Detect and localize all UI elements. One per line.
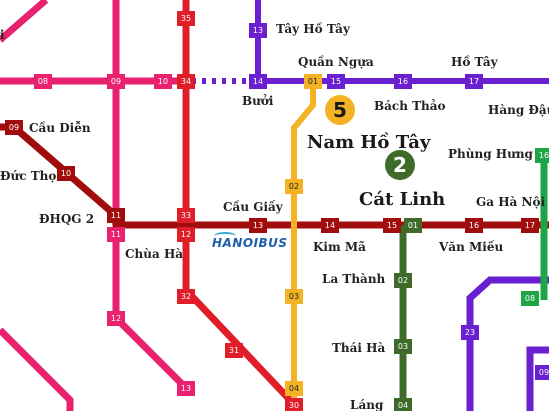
station-label: Kim Mã — [313, 240, 366, 254]
station-box: 17 — [521, 217, 539, 233]
station-label: Đức Thọ — [0, 169, 57, 183]
station-box: 03 — [285, 288, 303, 304]
station-box: 23 — [461, 324, 479, 340]
station-box: 14 — [321, 217, 339, 233]
station-box: 34 — [177, 73, 195, 89]
station-label: Thái Hà — [332, 341, 386, 355]
station-label: Ga Hà Nội — [476, 195, 546, 209]
station-label: Hàng Đậu — [488, 103, 549, 117]
station-box: 15 — [327, 73, 345, 89]
station-box: 08 — [34, 73, 52, 89]
station-label: La Thành — [322, 272, 386, 286]
station-box: 03 — [394, 338, 412, 354]
line-2-badge: 2 — [385, 150, 415, 180]
station-label: Cầu Giấy — [223, 200, 283, 214]
station-label: Bưởi — [242, 94, 274, 108]
station-label: Cầu Diễn — [29, 121, 91, 135]
station-box: 30 — [285, 397, 303, 411]
station-box: 33 — [177, 207, 195, 223]
station-label: Quần Ngựa — [298, 55, 374, 69]
station-label: Hồ Tây — [451, 55, 498, 69]
station-label: Phùng Hưng — [448, 147, 533, 161]
station-box: 09 — [5, 119, 23, 135]
station-label: ĐHQG 2 — [39, 212, 95, 226]
station-box: 12 — [107, 310, 125, 326]
station-box: 08 — [521, 290, 539, 306]
station-box: 35 — [177, 10, 195, 26]
station-box: 04 — [394, 397, 412, 411]
station-box: 11 — [107, 226, 125, 242]
line-pink-far-left — [0, 327, 74, 411]
line-purple-lower — [466, 276, 549, 411]
logo-swoosh-icon — [214, 232, 236, 240]
station-box: 02 — [394, 272, 412, 288]
station-label: Tây Hồ Tây — [276, 22, 350, 36]
station-box: 32 — [177, 288, 195, 304]
station-box: 11 — [107, 207, 125, 223]
station-box: 01 — [404, 217, 422, 233]
station-box: 04 — [285, 380, 303, 396]
line-pink-upper — [0, 0, 49, 43]
hanoibus-logo: HANOIBUS — [212, 232, 288, 250]
line-2-badge-text: 2 — [393, 153, 407, 177]
line-5-badge-text: 5 — [333, 98, 347, 122]
station-label: Láng — [350, 398, 384, 411]
line-5-badge: 5 — [325, 95, 355, 125]
line-yellow — [291, 81, 316, 411]
station-box: 10 — [154, 73, 172, 89]
station-label: Bách Thảo — [374, 99, 446, 113]
station-label: Nam Hồ Tây — [307, 132, 431, 153]
station-label: Cát Linh — [359, 189, 446, 210]
station-box: 13 — [249, 22, 267, 38]
station-label: i — [0, 28, 5, 42]
station-box: 31 — [225, 342, 243, 358]
station-box: 09 — [107, 73, 125, 89]
station-box: 16 — [535, 147, 549, 163]
station-box: 17 — [465, 73, 483, 89]
line-darkred-stub — [11, 124, 69, 175]
station-box: 16 — [465, 217, 483, 233]
station-box: 09 — [535, 364, 549, 380]
station-box: 01 — [304, 73, 322, 89]
station-label: Văn Miếu — [439, 240, 504, 254]
station-box: 16 — [394, 73, 412, 89]
station-box: 13 — [249, 217, 267, 233]
line-purple-lower-2 — [526, 346, 549, 411]
station-box: 15 — [383, 217, 401, 233]
station-box: 14 — [249, 73, 267, 89]
station-box: 12 — [177, 226, 195, 242]
station-box: 02 — [285, 178, 303, 194]
station-box: 13 — [177, 380, 195, 396]
station-label: Chùa Hà — [125, 247, 184, 261]
station-box: 10 — [57, 165, 75, 181]
line-pink-branch-left — [112, 0, 189, 391]
